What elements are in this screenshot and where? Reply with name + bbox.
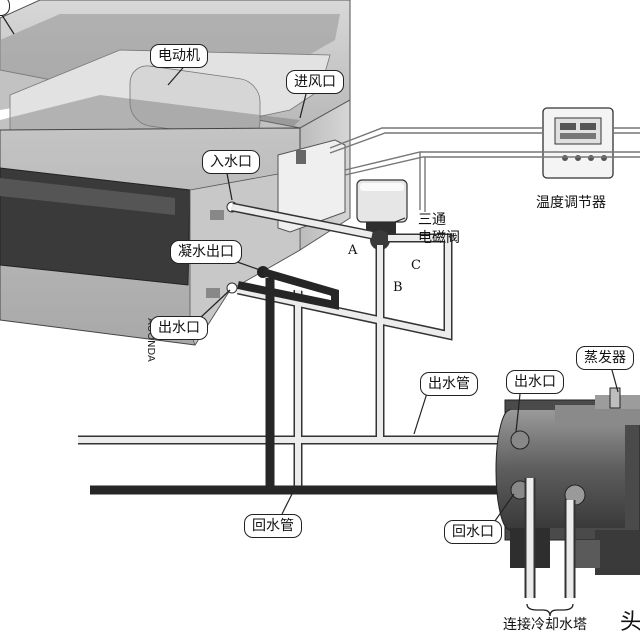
label-air-inlet: 进风口 — [286, 70, 344, 94]
label-condensate-outlet: 凝水出口 — [170, 240, 242, 264]
valve-port-a: A — [348, 243, 358, 258]
clipped-trailing-text: 头 — [620, 610, 640, 635]
brand-mark: AUONDA — [145, 318, 156, 362]
valve-port-b: B — [393, 280, 403, 295]
supply-pipes — [78, 202, 512, 490]
label-motor: 电动机 — [150, 44, 208, 68]
label-chiller-outlet: 出水口 — [506, 370, 564, 394]
control-box-port — [296, 150, 306, 164]
cooling-tower-pipes — [524, 478, 576, 598]
label-thermostat: 温度调节器 — [536, 195, 606, 211]
label-three-way-valve: 三通 电磁阀 — [418, 212, 460, 246]
return-pipes — [90, 268, 512, 495]
label-outlet-pipe: 出水管 — [420, 372, 478, 396]
valve-port-ring — [370, 230, 390, 250]
fan-coil-unit — [0, 0, 351, 346]
label-return-pipe: 回水管 — [244, 514, 302, 538]
label-return-port: 回水口 — [444, 520, 502, 544]
label-evaporator: 蒸发器 — [576, 346, 634, 370]
label-water-inlet: 入水口 — [202, 150, 260, 174]
thermostat-display — [554, 117, 602, 145]
control-box — [277, 139, 346, 233]
valve-port-c: C — [411, 258, 421, 273]
thermostat-device — [542, 107, 614, 179]
three-way-valve — [356, 179, 408, 250]
label-cooling-tower: 连接冷却水塔 — [503, 617, 587, 633]
cooling-tower-brace — [526, 603, 574, 617]
chiller-outlet-port — [510, 430, 530, 450]
control-wiring — [329, 127, 640, 212]
label-water-outlet-fan: 出水口 — [150, 316, 208, 340]
